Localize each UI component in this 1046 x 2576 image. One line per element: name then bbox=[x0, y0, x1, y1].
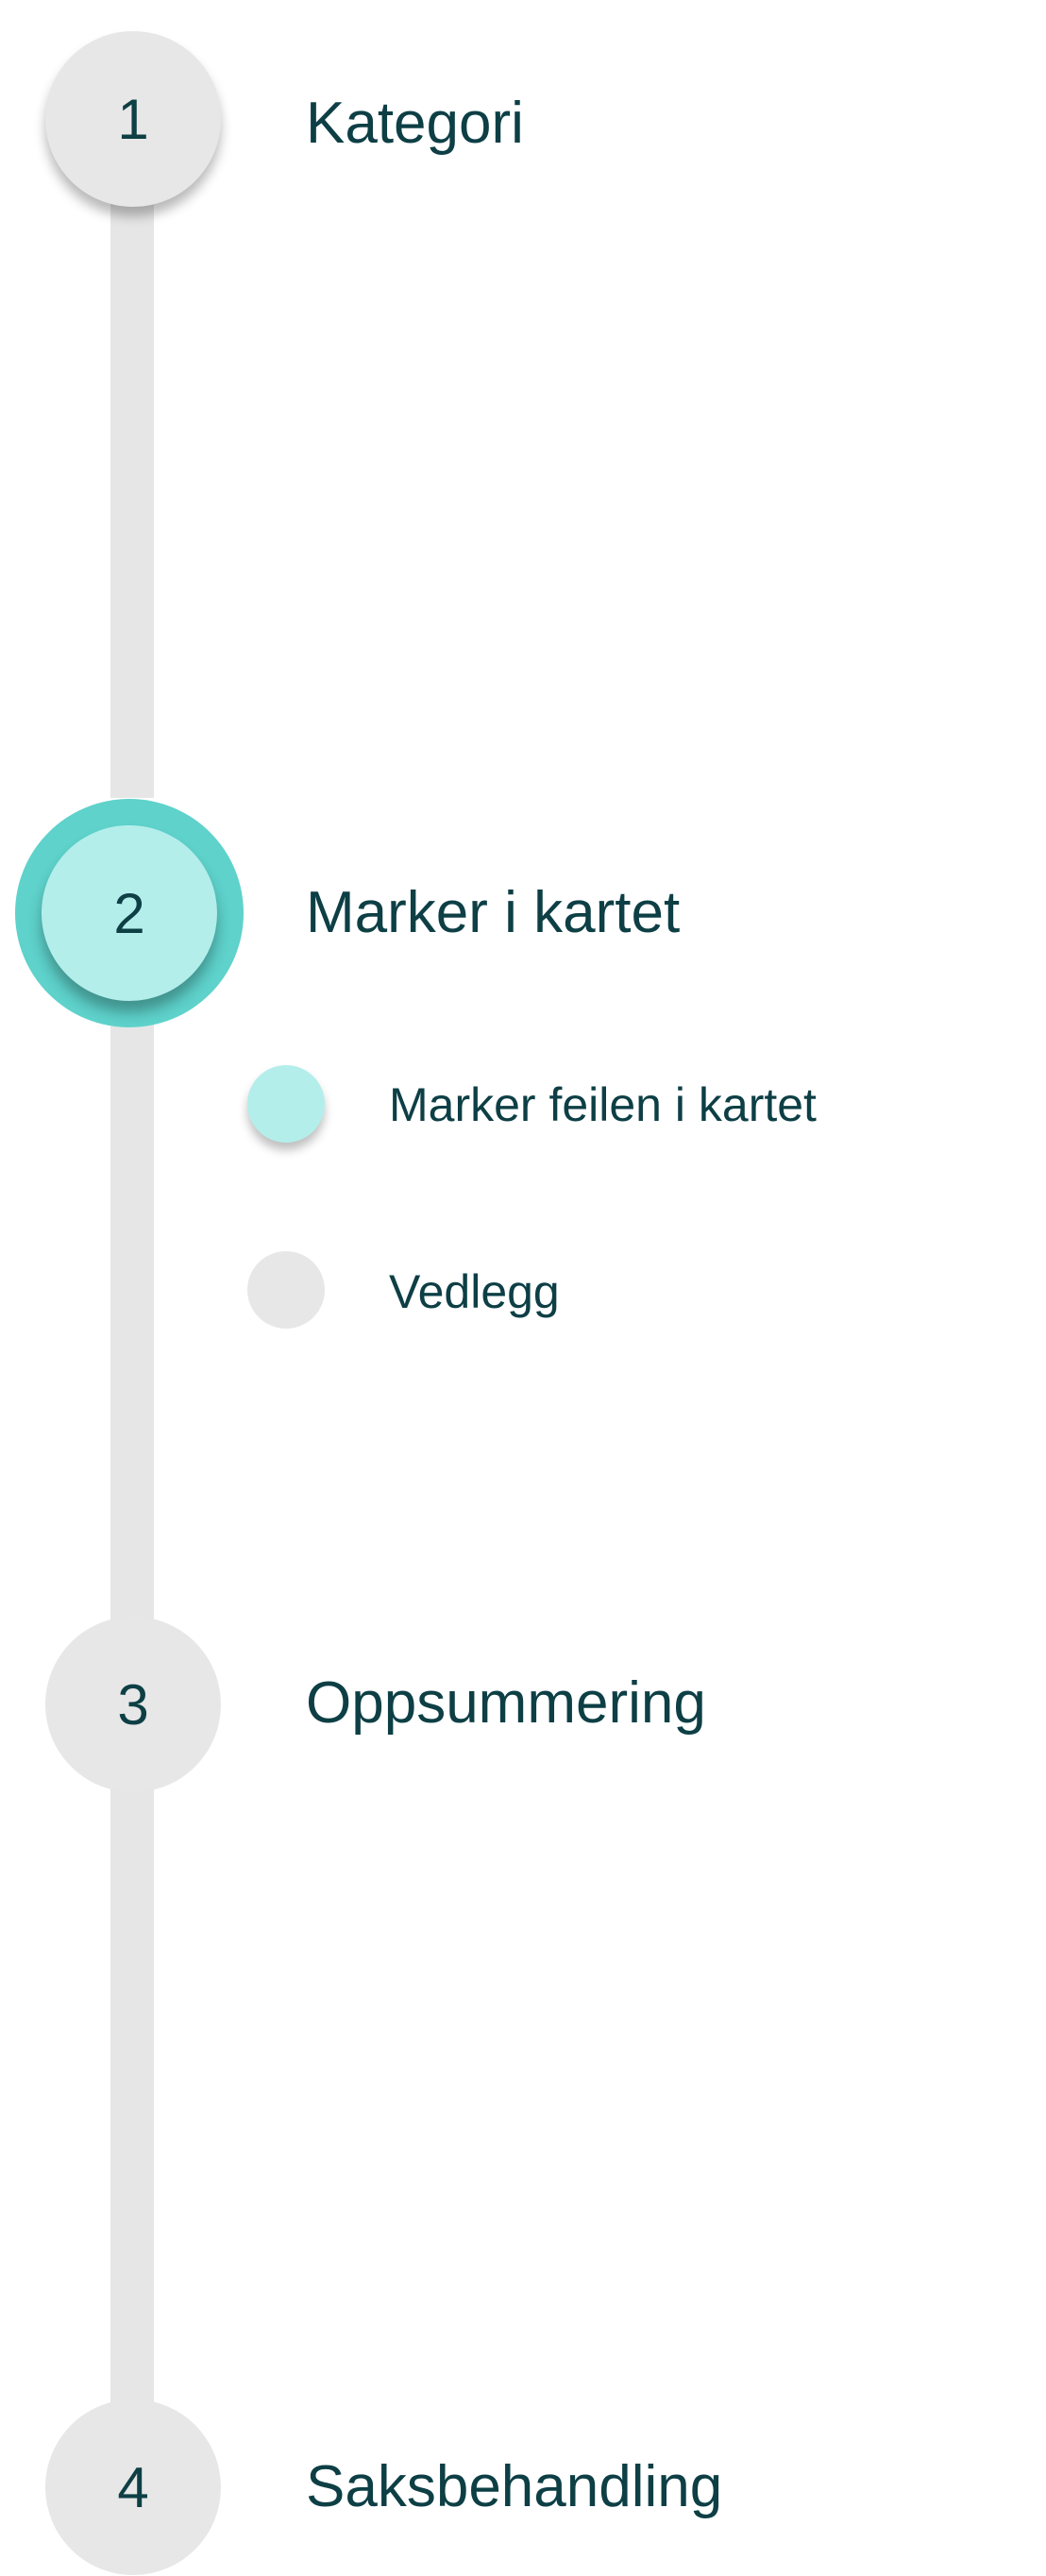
substep-pending-dot[interactable] bbox=[247, 1251, 325, 1329]
step-3-number: 3 bbox=[117, 1672, 149, 1737]
substep-mark-error-label[interactable]: Marker feilen i kartet bbox=[389, 1078, 817, 1131]
step-2-label[interactable]: Marker i kartet bbox=[306, 880, 681, 945]
step-3-indicator[interactable]: 3 bbox=[45, 1617, 221, 1792]
stepper-rail bbox=[110, 1789, 154, 2413]
substep-attachment-label[interactable]: Vedlegg bbox=[389, 1265, 560, 1318]
substep-current-dot[interactable] bbox=[247, 1065, 325, 1143]
step-1-indicator[interactable]: 1 bbox=[45, 31, 221, 207]
step-2-indicator[interactable]: 2 bbox=[42, 825, 217, 1001]
stepper-rail bbox=[110, 118, 154, 798]
step-1-number: 1 bbox=[117, 87, 149, 151]
step-4-number: 4 bbox=[117, 2455, 149, 2519]
step-4-label[interactable]: Saksbehandling bbox=[306, 2454, 723, 2519]
step-4-indicator[interactable]: 4 bbox=[45, 2399, 221, 2575]
stepper-rail bbox=[110, 1025, 154, 1629]
step-1-label[interactable]: Kategori bbox=[306, 91, 524, 156]
step-3-label[interactable]: Oppsummering bbox=[306, 1670, 706, 1736]
step-2-number: 2 bbox=[113, 881, 145, 945]
